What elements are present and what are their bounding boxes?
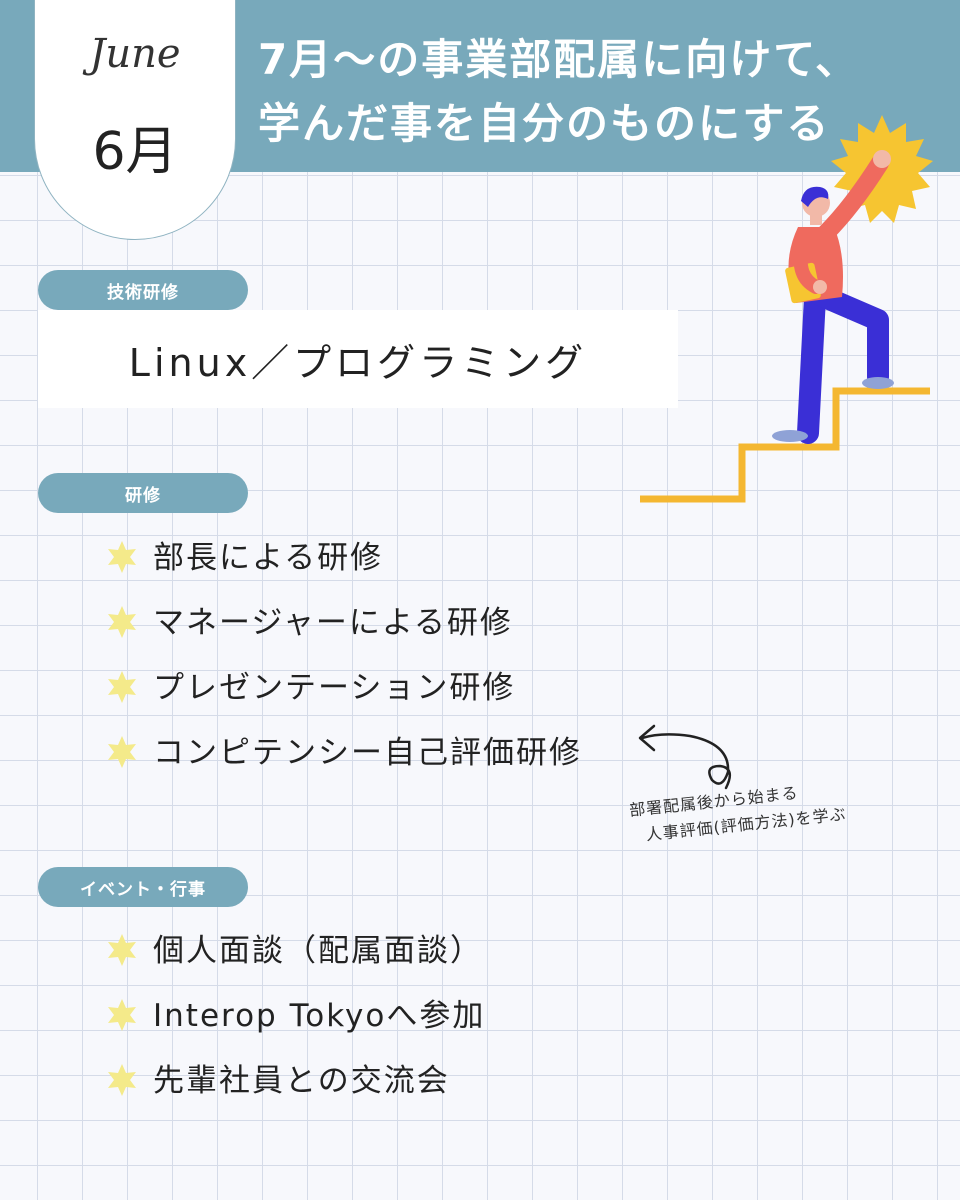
list-item-label: 個人面談（配属面談） [153,933,483,969]
list-item-label: 先輩社員との交流会 [153,1063,450,1099]
star-bullet-icon [108,541,136,573]
technical-training-label: 技術研修 [38,270,248,310]
star-bullet-icon [108,736,136,768]
climbing-stairs-illustration [640,115,933,503]
list-item-label: マネージャーによる研修 [153,605,513,641]
list-item: プレゼンテーション研修 [105,670,582,735]
list-item-label: プレゼンテーション研修 [153,670,516,706]
headline-line-1: 7月〜の事業部配属に向けて、 [258,35,860,84]
star-bullet-icon [108,999,136,1031]
star-bullet-icon [108,1064,136,1096]
training-list: 部長による研修 マネージャーによる研修 プレゼンテーション研修 コンピテンシー自… [105,540,582,800]
list-item-label: コンピテンシー自己評価研修 [153,735,582,771]
month-number: 6月 [92,122,178,182]
training-label: 研修 [38,473,248,513]
list-item: 個人面談（配属面談） [105,933,485,998]
list-item-label: 部長による研修 [153,540,384,576]
list-item: Interop Tokyoへ参加 [105,998,485,1063]
events-list: 個人面談（配属面談） Interop Tokyoへ参加 先輩社員との交流会 [105,933,485,1128]
list-item: マネージャーによる研修 [105,605,582,670]
star-bullet-icon [108,606,136,638]
star-bullet-icon [108,671,136,703]
list-item: コンピテンシー自己評価研修 [105,735,582,800]
curly-arrow-icon [638,724,732,790]
stairs [640,387,930,503]
star-bullet-icon [108,934,136,966]
list-item: 部長による研修 [105,540,582,605]
month-tab: June 6月 [34,0,236,240]
script-month: June [89,31,181,77]
headline-line-2: 学んだ事を自分のものにする [258,99,831,148]
events-label: イベント・行事 [38,867,248,907]
list-item: 先輩社員との交流会 [105,1063,485,1128]
technical-training-content: Linux／プログラミング [38,310,678,408]
list-item-label: Interop Tokyoへ参加 [153,998,486,1034]
headline: 7月〜の事業部配属に向けて、 学んだ事を自分のものにする [258,28,958,156]
